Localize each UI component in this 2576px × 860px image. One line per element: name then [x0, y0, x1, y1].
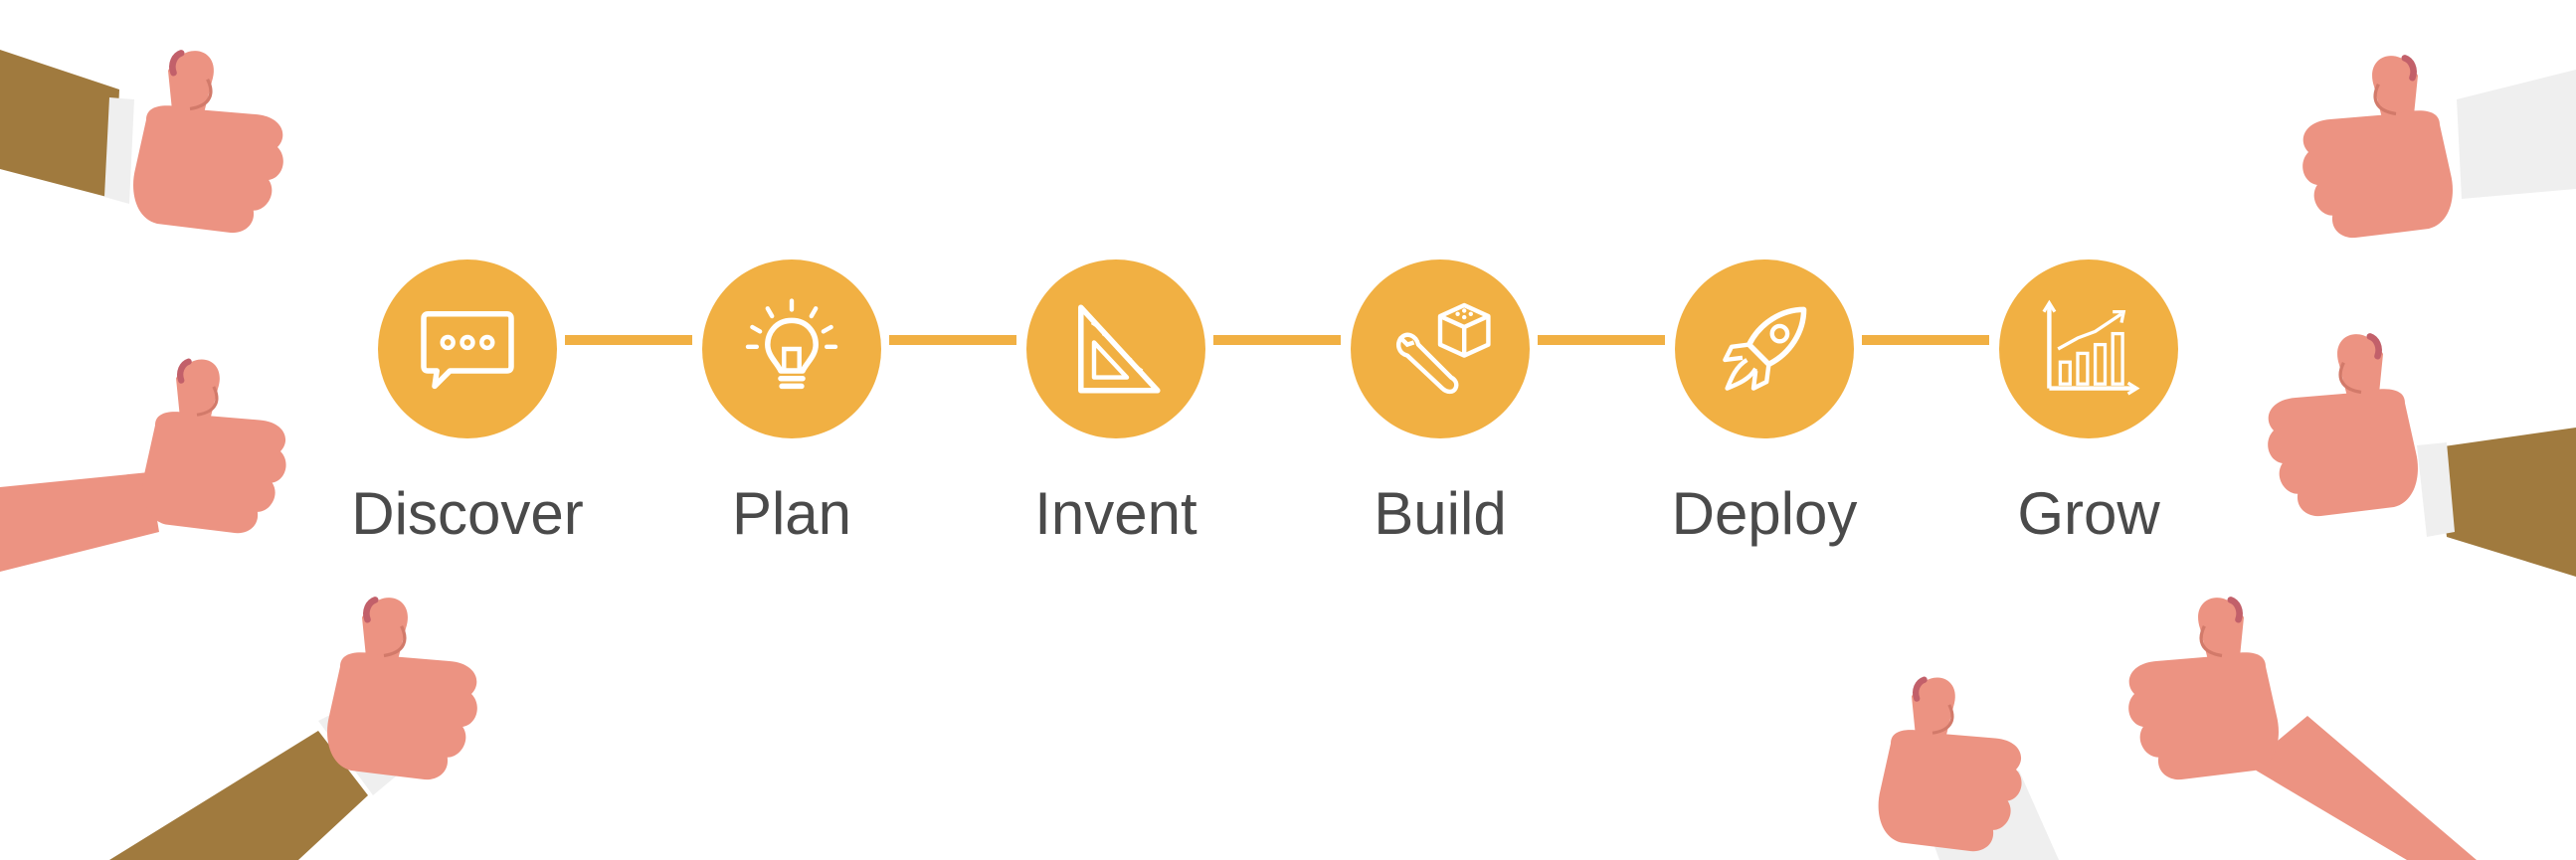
thumbs-up-hand-bottom-left	[109, 598, 477, 860]
speech-bubble-icon	[421, 311, 514, 390]
step-label-plan: Plan	[731, 480, 852, 547]
thumbs-up-hand-top-left	[0, 50, 283, 233]
thumbs-up-hand-bottom-center-right	[1879, 677, 2059, 860]
set-square-ruler-icon	[1078, 304, 1161, 394]
rocket-icon	[1723, 306, 1807, 391]
bar-chart-growth-icon	[2042, 299, 2140, 396]
thumbs-up-hand-middle-left	[0, 359, 286, 572]
connector-1	[565, 335, 692, 345]
step-label-deploy: Deploy	[1671, 480, 1858, 547]
thumbs-up-hand-top-right	[2302, 56, 2576, 238]
step-deploy	[1675, 259, 1854, 438]
step-label-build: Build	[1374, 480, 1507, 547]
step-build	[1351, 259, 1530, 438]
thumbs-up-hand-bottom-right	[2128, 598, 2477, 860]
step-plan	[702, 259, 881, 438]
step-invent	[1026, 259, 1205, 438]
step-discover	[378, 259, 557, 438]
thumbs-up-hand-middle-right	[2268, 334, 2576, 577]
step-grow	[1999, 259, 2178, 438]
step-label-grow: Grow	[2017, 480, 2160, 547]
lightbulb-icon	[745, 298, 838, 390]
connector-3	[1213, 335, 1341, 345]
connector-2	[889, 335, 1016, 345]
step-label-invent: Invent	[1034, 480, 1197, 547]
step-label-discover: Discover	[351, 480, 584, 547]
connector-4	[1538, 335, 1665, 345]
connector-5	[1862, 335, 1989, 345]
wrench-and-box-icon	[1396, 302, 1491, 395]
